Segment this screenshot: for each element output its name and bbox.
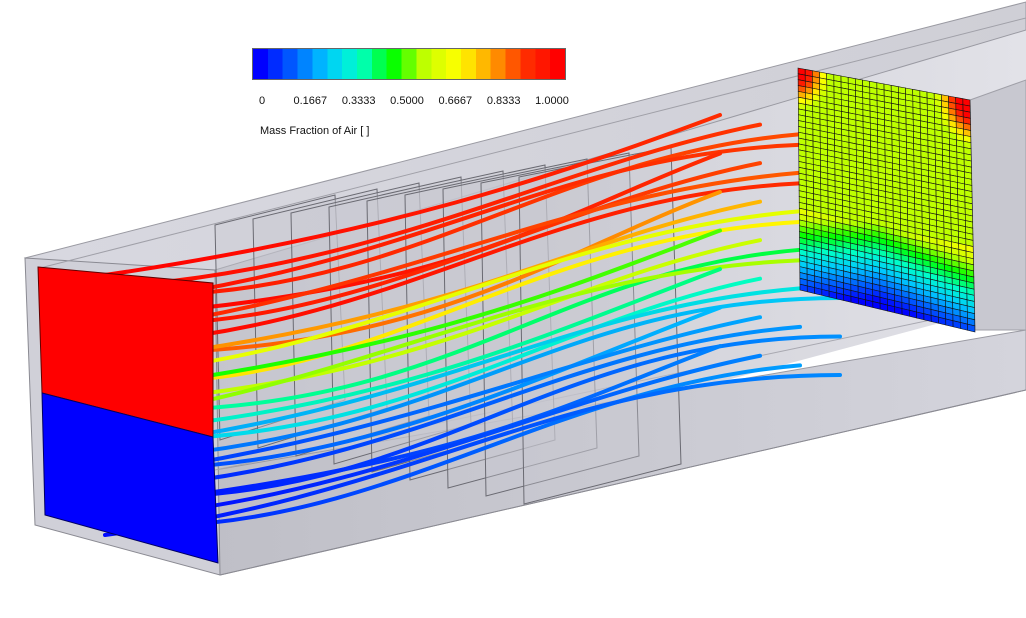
- streamline: [173, 161, 762, 326]
- inlet-other-face: [41, 392, 219, 564]
- legend-tick-label: 0.1667: [293, 95, 328, 107]
- streamline: [173, 132, 802, 297]
- legend-tick-label: 0.6667: [438, 95, 473, 107]
- streamline: [103, 113, 722, 277]
- legend-tick-label: 0.3333: [341, 95, 376, 107]
- streamline: [173, 247, 802, 412]
- streamline: [138, 295, 842, 460]
- streamline: [138, 324, 802, 489]
- streamline: [103, 228, 722, 393]
- color-legend: 0 0.1667 0.3333 0.5000 0.6667 0.8333 1.0000 Ma…: [250, 48, 580, 148]
- duct-outlet-section: [969, 79, 1026, 331]
- streamline: [138, 122, 762, 287]
- legend-tick-label: 0: [258, 95, 266, 107]
- streamline: [103, 141, 842, 306]
- streamline: [138, 209, 802, 374]
- streamline: [138, 180, 842, 345]
- duct-edge: [39, 17, 1026, 269]
- streamline: [173, 305, 722, 470]
- legend-tick-label: 0.8333: [486, 95, 521, 107]
- streamline: [173, 218, 842, 383]
- streamline: [103, 286, 802, 451]
- streamline: [103, 315, 762, 480]
- streamline: [138, 267, 722, 432]
- outlet-contour-plane: [797, 67, 976, 333]
- streamline: [138, 353, 762, 518]
- duct-edge: [219, 389, 1026, 576]
- streamline: [103, 373, 842, 537]
- streamlines: [103, 113, 842, 537]
- legend-color-bar: [252, 48, 566, 80]
- legend-tick-label: 0.5000: [390, 95, 424, 107]
- streamline: [173, 276, 762, 441]
- streamline: [103, 257, 842, 422]
- streamline: [173, 190, 722, 355]
- streamline: [173, 363, 802, 528]
- legend-tick-label: 1.0000: [535, 95, 569, 107]
- outlet-mesh-cell: [967, 323, 976, 333]
- legend-title: Mass Fraction of Air [ ]: [260, 125, 370, 137]
- streamline: [173, 334, 842, 499]
- streamline: [138, 238, 762, 403]
- streamline: [103, 170, 802, 335]
